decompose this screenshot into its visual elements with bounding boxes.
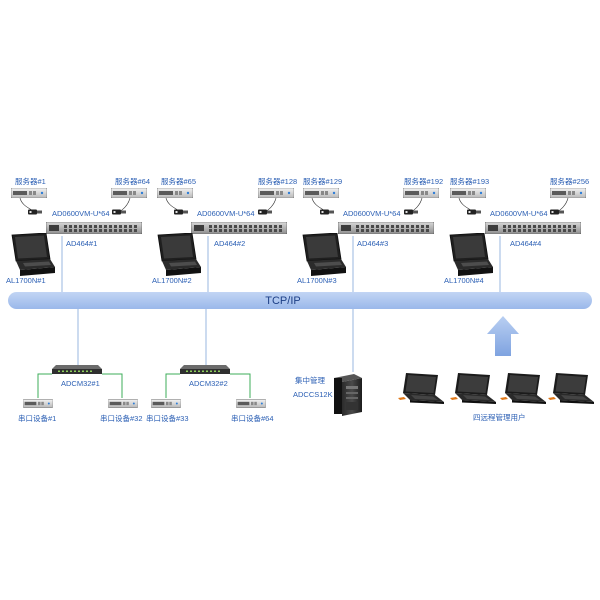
server-64-label: 服务器#64: [115, 176, 150, 186]
console-4-label: AL1700N#4: [444, 276, 484, 285]
server-128-label: 服务器#128: [258, 176, 297, 186]
server-1-label: 服务器#1: [15, 176, 46, 186]
central-management: 集中管理 ADCCS12K: [293, 374, 362, 416]
lcd-console-1: [11, 233, 56, 277]
dongle-3b: [404, 209, 418, 215]
server-256: [550, 188, 586, 198]
adcm-switch-1: [52, 365, 102, 374]
server-256-label: 服务器#256: [550, 176, 589, 186]
kvm-group-2: 服务器#65 服务器#128 AD0600VM-U*64 AD464#2 AL1…: [152, 176, 297, 285]
kvm-switch-3: [338, 222, 434, 234]
remote-users-label: 四远程管理用户: [473, 412, 526, 422]
mgmt-model-label: ADCCS12K: [293, 390, 333, 399]
serial-device-1: [23, 399, 53, 408]
dongle-4a: [467, 209, 481, 215]
server-65: [157, 188, 193, 198]
dongle-4-label: AD0600VM-U*64: [490, 209, 548, 218]
console-1-label: AL1700N#1: [6, 276, 46, 285]
serial-device-64: [236, 399, 266, 408]
dongle-4b: [550, 209, 564, 215]
serial-64-label: 串口设备#64: [231, 413, 274, 423]
serial-group-1: ADCM32#1 串口设备#1 串口设备#32: [18, 365, 143, 423]
dongle-2b: [258, 209, 272, 215]
bus-down-links: [77, 309, 354, 372]
upload-arrow: [487, 316, 519, 356]
kvm-switch-4: [485, 222, 581, 234]
console-3-label: AL1700N#3: [297, 276, 337, 285]
lcd-console-4: [449, 233, 494, 277]
dongle-1b: [112, 209, 126, 215]
server-65-label: 服务器#65: [161, 176, 196, 186]
management-server-tower: [334, 374, 362, 416]
server-193: [450, 188, 486, 198]
server-193-label: 服务器#193: [450, 176, 489, 186]
kvm-group-1: 服务器#1 服务器#64 AD0600VM-U*64 AD464#1 AL170…: [6, 176, 150, 285]
server-129-label: 服务器#129: [303, 176, 342, 186]
tcp-ip-bus: [8, 292, 592, 309]
adcm-switch-2: [180, 365, 230, 374]
laptop-1: [398, 373, 444, 404]
dongle-3a: [320, 209, 334, 215]
serial-device-33: [151, 399, 181, 408]
kvm-group-3: 服务器#129 服务器#192 AD0600VM-U*64 AD464#3 AL…: [297, 176, 443, 285]
lcd-console-3: [302, 233, 347, 277]
server-192: [403, 188, 439, 198]
serial-33-label: 串口设备#33: [146, 413, 189, 423]
kvm-1-label: AD464#1: [66, 239, 97, 248]
laptop-2: [450, 373, 496, 404]
mgmt-title-label: 集中管理: [295, 375, 325, 385]
dongle-2-label: AD0600VM-U*64: [197, 209, 255, 218]
kvm-group-4: 服务器#193 服务器#256 AD0600VM-U*64 AD464#4 AL…: [444, 176, 589, 285]
dongle-1a: [28, 209, 42, 215]
console-2-label: AL1700N#2: [152, 276, 192, 285]
serial-32-label: 串口设备#32: [100, 413, 143, 423]
server-129: [303, 188, 339, 198]
dongle-1-label: AD0600VM-U*64: [52, 209, 110, 218]
lcd-console-2: [157, 233, 202, 277]
kvm-bus-links: [61, 236, 501, 292]
dongle-3-label: AD0600VM-U*64: [343, 209, 401, 218]
tcp-ip-label: TCP/IP: [265, 295, 300, 307]
server-1: [11, 188, 47, 198]
kvm-3-label: AD464#3: [357, 239, 388, 248]
kvm-switch-2: [191, 222, 287, 234]
laptop-3: [500, 373, 546, 404]
serial-group-2: ADCM32#2 串口设备#33 串口设备#64: [146, 365, 274, 423]
laptop-4: [548, 373, 594, 404]
kvm-4-label: AD464#4: [510, 239, 541, 248]
adcm-1-label: ADCM32#1: [61, 379, 100, 388]
adcm-2-label: ADCM32#2: [189, 379, 228, 388]
server-64: [111, 188, 147, 198]
serial-1-label: 串口设备#1: [18, 413, 56, 423]
kvm-switch-1: [46, 222, 142, 234]
server-192-label: 服务器#192: [404, 176, 443, 186]
server-128: [258, 188, 294, 198]
kvm-2-label: AD464#2: [214, 239, 245, 248]
dongle-2a: [174, 209, 188, 215]
serial-device-32: [108, 399, 138, 408]
